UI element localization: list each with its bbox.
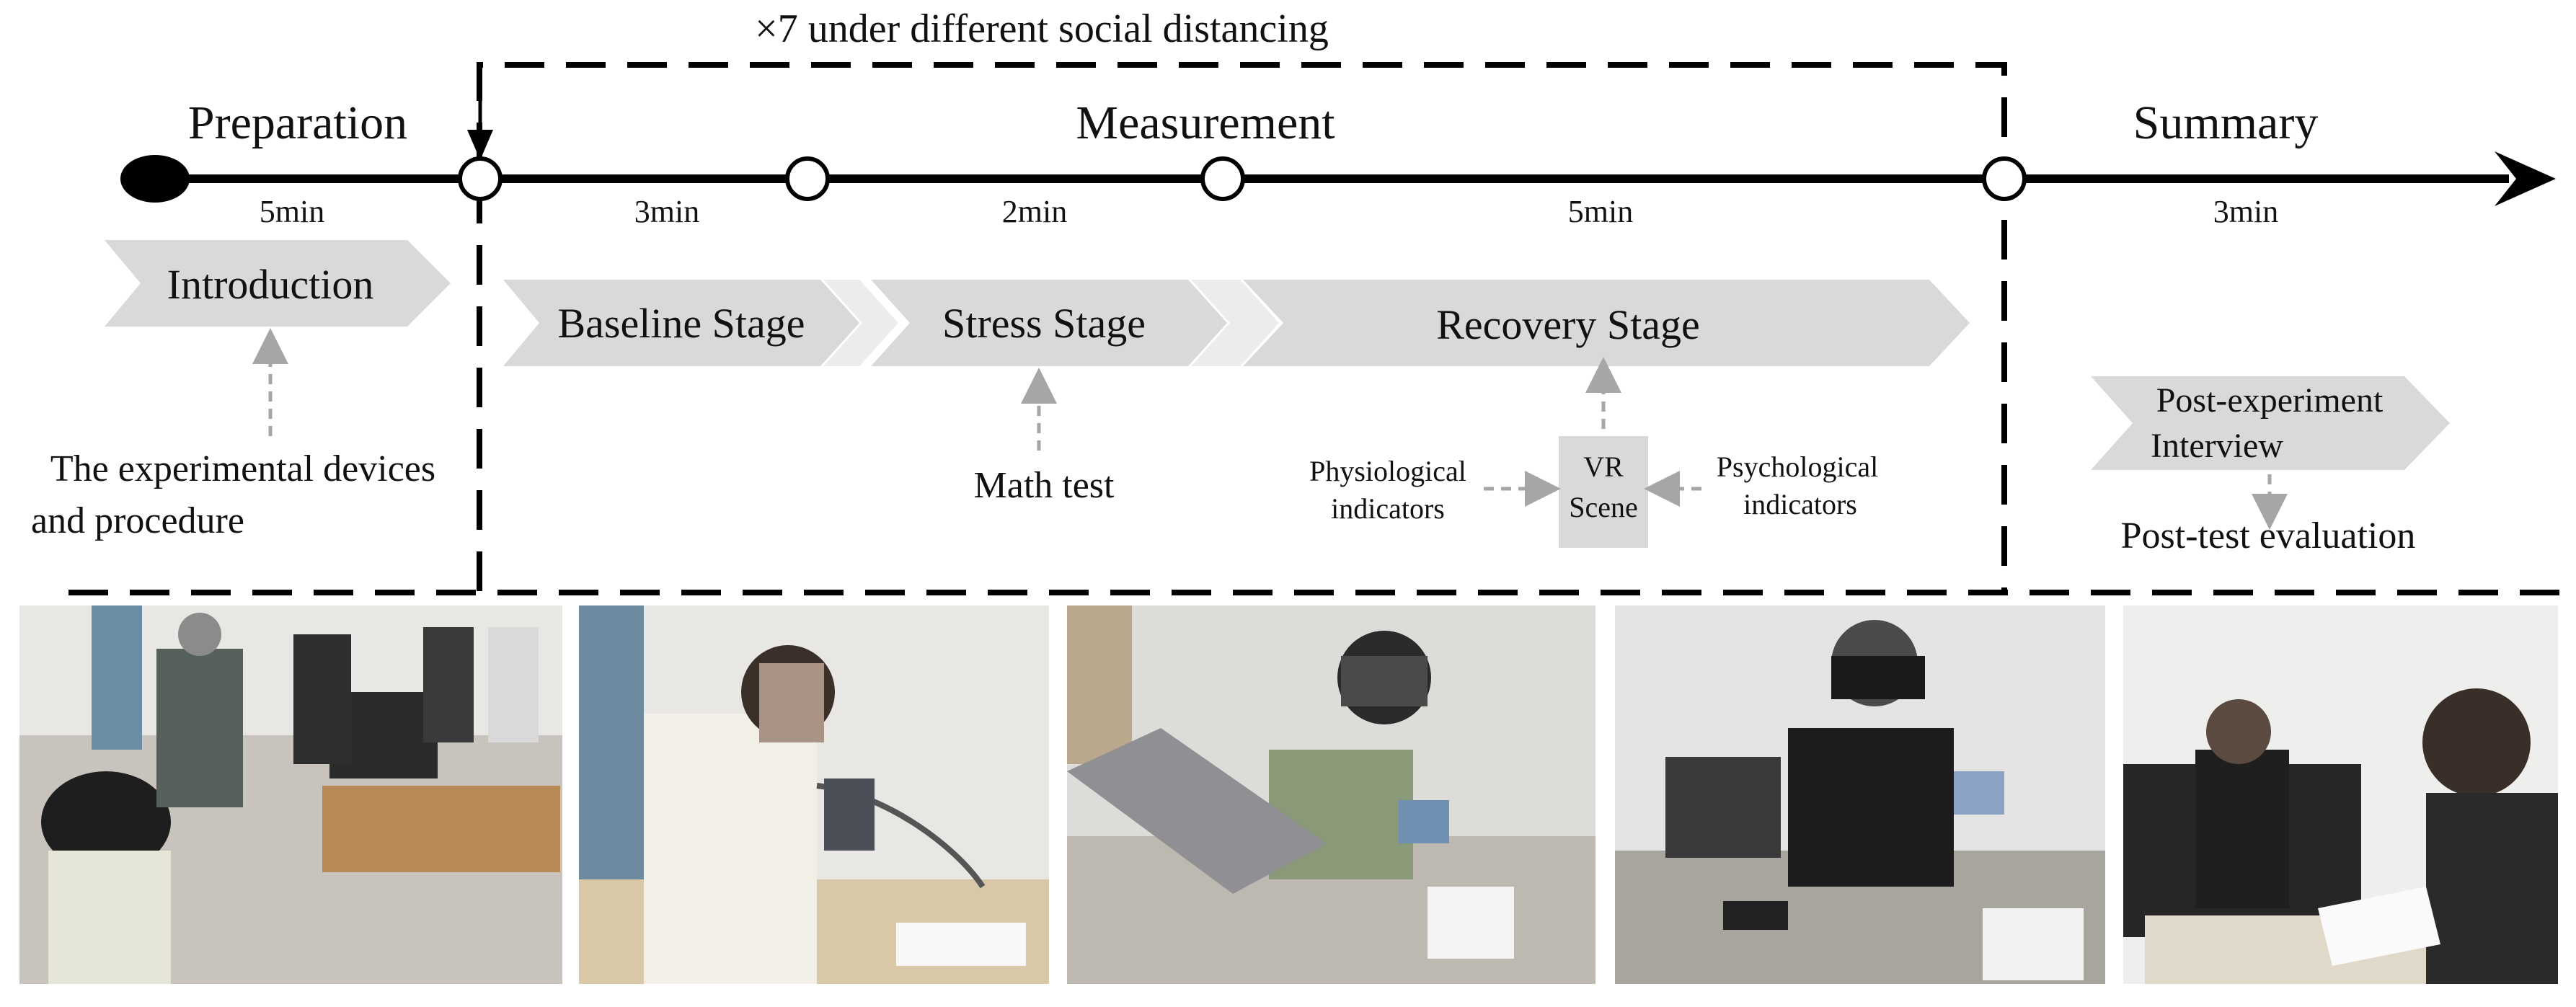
psycho-label-line2: indicators — [1743, 488, 1857, 520]
stress-chevron — [871, 280, 1227, 366]
duration-recovery: 5min — [1567, 194, 1634, 229]
photo-baseline — [579, 605, 1049, 984]
timeline-node-1 — [458, 156, 503, 201]
timeline-start-node — [120, 155, 190, 203]
stage-baseline: Baseline Stage — [557, 300, 805, 347]
phase-measurement: Measurement — [1076, 97, 1335, 149]
post-interview-chevron — [2091, 376, 2450, 470]
psycho-label-line1: Psychological — [1716, 451, 1879, 483]
stage-post-interview-line2: Interview — [2151, 427, 2283, 465]
timeline-node-4 — [1982, 156, 2027, 201]
duration-baseline: 3min — [634, 194, 700, 229]
devices-label-line2: and procedure — [31, 500, 244, 541]
photo-introduction — [19, 605, 562, 984]
baseline-chevron — [503, 280, 859, 366]
math-test-label: Math test — [973, 465, 1115, 506]
phase-summary: Summary — [2133, 97, 2319, 149]
measurement-entry-arrowhead — [467, 130, 493, 160]
timeline-node-3 — [1200, 156, 1245, 201]
photo-recovery — [1615, 605, 2105, 984]
stage-introduction: Introduction — [167, 261, 374, 308]
stage-recovery: Recovery Stage — [1436, 301, 1700, 348]
connector-chevron-1 — [823, 280, 898, 366]
phase-preparation: Preparation — [187, 97, 408, 149]
vr-label-line1: VR — [1583, 451, 1624, 483]
recovery-chevron — [1243, 280, 1970, 366]
physio-label-line1: Physiological — [1309, 455, 1466, 487]
introduction-chevron — [105, 240, 451, 327]
physio-label-line2: indicators — [1331, 492, 1445, 525]
measurement-dashed-box — [477, 62, 2007, 591]
devices-label-line1: The experimental devices — [50, 448, 436, 489]
duration-stress: 2min — [1001, 194, 1068, 229]
photo-summary — [2123, 605, 2558, 984]
vr-scene-box — [1559, 436, 1648, 548]
post-test-label: Post-test evaluation — [2120, 515, 2416, 556]
stage-stress: Stress Stage — [942, 300, 1146, 347]
duration-preparation: 5min — [259, 194, 325, 229]
duration-summary: 3min — [2213, 194, 2279, 229]
timeline-node-2 — [785, 156, 830, 201]
connector-chevron-2 — [1191, 280, 1279, 366]
stage-post-interview-line1: Post-experiment — [2156, 381, 2384, 420]
timeline-arrowhead — [2495, 151, 2556, 206]
vr-label-line2: Scene — [1569, 491, 1638, 523]
photo-stress — [1067, 605, 1595, 984]
repeat-label: ×7 under different social distancing — [755, 6, 1329, 51]
